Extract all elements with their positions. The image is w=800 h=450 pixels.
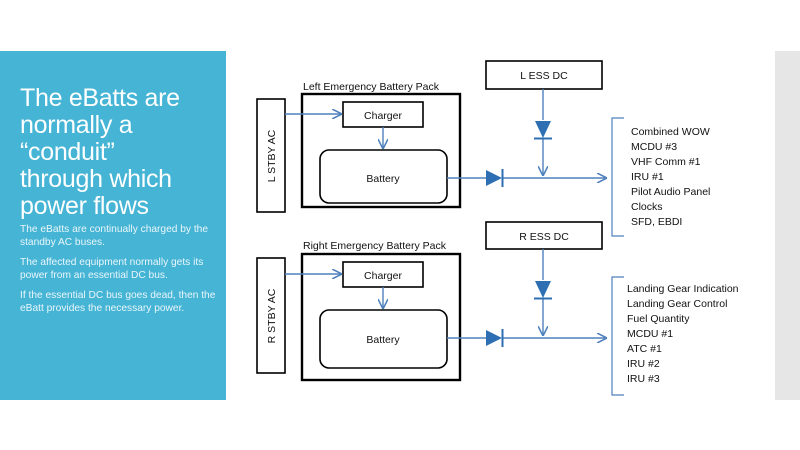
title-line: normally a bbox=[20, 111, 133, 139]
left-battery-label: Battery bbox=[366, 173, 400, 185]
equipment-item: IRU #2 bbox=[627, 358, 660, 370]
equipment-item: Combined WOW bbox=[631, 126, 710, 138]
equipment-item: MCDU #1 bbox=[627, 328, 673, 340]
equipment-item: Clocks bbox=[631, 201, 663, 213]
left-circuit: Left Emergency Battery Pack L STBY AC Ch… bbox=[256, 60, 710, 237]
title-line: “conduit” bbox=[20, 138, 115, 166]
title-line: through which bbox=[20, 165, 172, 193]
right-charger-label: Charger bbox=[364, 270, 402, 282]
right-pack-label: Right Emergency Battery Pack bbox=[303, 240, 447, 252]
right-vertical-diode-icon bbox=[534, 281, 552, 300]
equipment-item: IRU #1 bbox=[631, 171, 664, 183]
right-horizontal-diode-icon bbox=[486, 329, 504, 347]
right-load-bracket bbox=[611, 276, 624, 396]
right-equipment-list: Landing Gear Indication Landing Gear Con… bbox=[627, 283, 739, 385]
right-battery-label: Battery bbox=[366, 334, 400, 346]
left-ess-dc-label: L ESS DC bbox=[520, 70, 568, 82]
equipment-item: VHF Comm #1 bbox=[631, 156, 701, 168]
right-circuit: Right Emergency Battery Pack R STBY AC C… bbox=[256, 221, 739, 396]
equipment-item: ATC #1 bbox=[627, 343, 662, 355]
left-battery-box bbox=[319, 149, 448, 204]
equipment-item: MCDU #3 bbox=[631, 141, 677, 153]
bullet-item: The eBatts are continually charged by th… bbox=[20, 224, 209, 248]
equipment-item: Pilot Audio Panel bbox=[631, 186, 710, 198]
equipment-item: Fuel Quantity bbox=[627, 313, 690, 325]
left-ess-dc-box bbox=[485, 60, 603, 90]
title-panel: The eBatts are normally a “conduit” thro… bbox=[0, 51, 226, 400]
left-equipment-list: Combined WOW MCDU #3 VHF Comm #1 IRU #1 … bbox=[631, 126, 710, 228]
equipment-item: SFD, EBDI bbox=[631, 216, 682, 228]
slide-title: The eBatts are normally a “conduit” thro… bbox=[20, 85, 216, 220]
right-battery-box bbox=[319, 309, 448, 369]
title-line: The eBatts are bbox=[20, 84, 180, 112]
left-horizontal-diode-icon bbox=[486, 169, 504, 187]
right-stby-ac-box bbox=[256, 257, 286, 374]
left-charger-box bbox=[342, 101, 424, 128]
left-stby-ac-label: L STBY AC bbox=[266, 129, 278, 182]
left-pack-label: Left Emergency Battery Pack bbox=[303, 81, 440, 93]
bullet-item: If the essential DC bus goes dead, then … bbox=[20, 290, 216, 314]
bullet-item: The affected equipment normally gets its… bbox=[20, 257, 204, 281]
slide-edge-strip bbox=[775, 51, 800, 400]
equipment-item: Landing Gear Control bbox=[627, 298, 727, 310]
title-line: power flows bbox=[20, 192, 149, 220]
left-stby-ac-box bbox=[256, 98, 286, 213]
right-ess-dc-label: R ESS DC bbox=[519, 231, 569, 243]
left-vertical-diode-icon bbox=[534, 121, 552, 140]
right-stby-ac-label: R STBY AC bbox=[266, 288, 278, 343]
equipment-item: IRU #3 bbox=[627, 373, 660, 385]
right-ess-dc-box bbox=[485, 221, 603, 250]
left-charger-label: Charger bbox=[364, 110, 402, 122]
equipment-item: Landing Gear Indication bbox=[627, 283, 739, 295]
left-load-bracket bbox=[611, 117, 624, 237]
bullet-list: The eBatts are continually charged by th… bbox=[20, 224, 216, 315]
